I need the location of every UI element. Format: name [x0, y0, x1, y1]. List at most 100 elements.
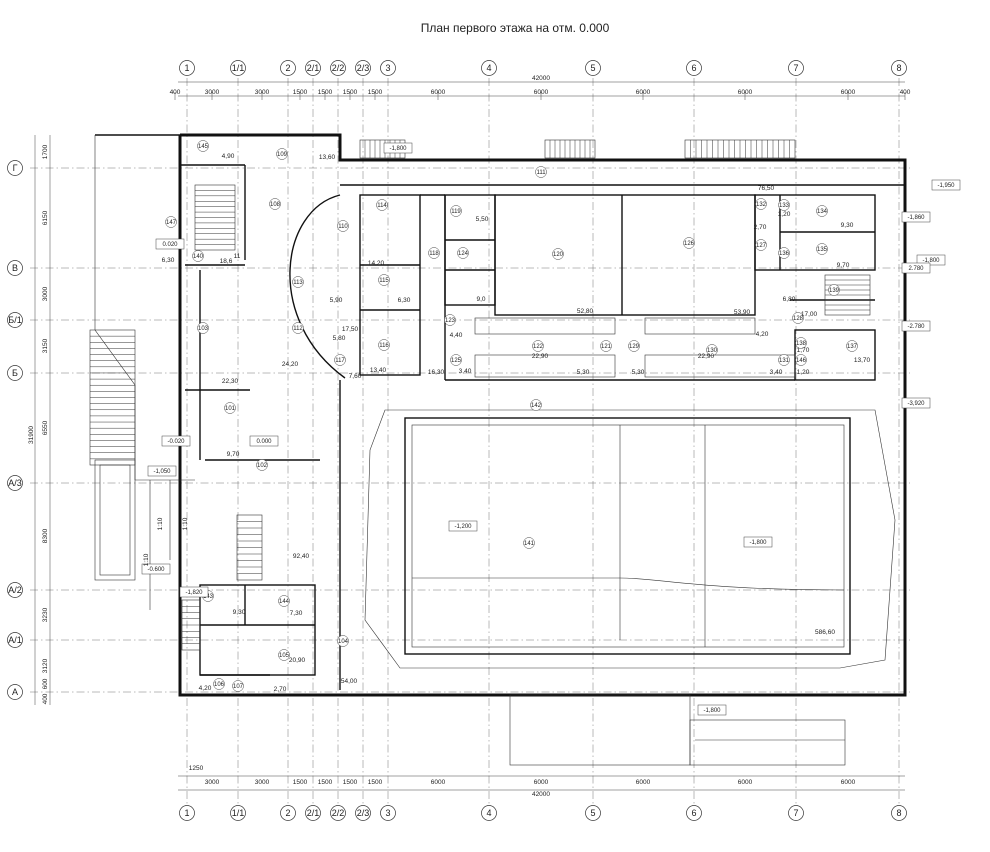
room-number-circle	[292, 276, 304, 288]
room-number-circle	[337, 635, 349, 647]
dim-total-top: 42000	[532, 75, 550, 82]
axis-bubble-row	[7, 160, 23, 176]
axis-bubble-col-bottom	[179, 805, 195, 821]
axis-col-label-bottom: 3	[385, 808, 390, 818]
room-number-circle	[444, 314, 456, 326]
slope-label: 1:10	[157, 517, 164, 530]
elevation-marker: -1,050	[153, 469, 171, 475]
axis-col-label-top: 3	[385, 63, 390, 73]
room-number: 105	[279, 653, 290, 659]
axis-bubble-col-top	[481, 60, 497, 76]
elevation-marker-box	[901, 211, 931, 223]
dim-bottom: 3000	[205, 779, 220, 786]
room-number: 121	[601, 344, 612, 350]
dim-bottom: 1500	[293, 779, 308, 786]
dim-bottom: 6000	[636, 779, 651, 786]
room-number: 137	[847, 344, 858, 350]
axis-bubble-row	[7, 684, 23, 700]
axis-col-label-top: 8	[896, 63, 901, 73]
room-number-circle	[552, 248, 564, 260]
room-number-circle	[778, 354, 790, 366]
room-number-circle	[828, 284, 840, 296]
elevation-marker: -1,860	[907, 215, 925, 221]
room-number-circle	[795, 354, 807, 366]
axis-bubble-col-top	[305, 60, 321, 76]
room-number: 139	[829, 288, 840, 294]
dim-left: 1700	[42, 144, 49, 159]
elevation-marker: -1,820	[185, 590, 203, 596]
dim-bottom: 1500	[318, 779, 333, 786]
room-number: 108	[270, 202, 281, 208]
axis-col-label-top: 4	[486, 63, 491, 73]
axis-col-label-top: 1	[184, 63, 189, 73]
room-area: 9,0	[476, 296, 485, 303]
dim-left: 600	[42, 678, 49, 689]
room-number: 127	[756, 243, 767, 249]
dimension-chain-left: 31900 1700615030003150655083003230312060…	[28, 135, 51, 705]
room-number-circle	[376, 199, 388, 211]
elevation-marker: -1,800	[749, 540, 767, 546]
axis-col-label-bottom: 4	[486, 808, 491, 818]
room-area: 2,70	[274, 686, 287, 693]
room-area: 5,80	[333, 335, 346, 342]
room-number-circle	[778, 247, 790, 259]
room-area: 6,30	[398, 297, 411, 304]
room-number: 116	[379, 343, 389, 349]
room-number-circle	[378, 339, 390, 351]
dim-total-bottom: 42000	[532, 791, 550, 798]
axis-col-label-top: 1/1	[232, 63, 245, 73]
elevation-marker-box	[931, 179, 961, 191]
room-number: 124	[458, 251, 469, 257]
room-number-circle	[792, 312, 804, 324]
dim-bottom: 1250	[189, 765, 204, 772]
elevation-marker: -1,200	[454, 524, 472, 530]
elevation-marker-box	[179, 586, 209, 598]
room-number: 134	[817, 209, 828, 215]
west-ramp	[94, 459, 195, 610]
dim-bottom: 1500	[368, 779, 383, 786]
axis-bubble-row	[7, 632, 23, 648]
elevation-marker-box	[743, 536, 773, 548]
room-number-circle	[213, 678, 225, 690]
axis-bubble-row	[7, 365, 23, 381]
room-number-circle	[292, 322, 304, 334]
elevation-marker-box	[916, 254, 946, 266]
axis-bubble-col-top	[355, 60, 371, 76]
room-number-circle	[232, 680, 244, 692]
room-area: 22,90	[532, 353, 549, 360]
elevation-marker: -0.020	[167, 439, 185, 445]
room-number-circle	[816, 205, 828, 217]
room-number: 145	[198, 144, 209, 150]
room-area: 22,30	[222, 378, 239, 385]
room-number-circle	[428, 247, 440, 259]
room-number: 143	[203, 594, 214, 600]
room-number-circle	[778, 199, 790, 211]
dim-bottom: 6000	[431, 779, 446, 786]
room-number-circle	[816, 243, 828, 255]
room-number-circle	[192, 250, 204, 262]
room-number: 109	[277, 152, 288, 158]
room-area: 9,70	[837, 262, 850, 269]
room-number: 128	[793, 316, 804, 322]
room-area: 76,50	[758, 185, 775, 192]
axis-bubble-col-top	[230, 60, 246, 76]
room-number: 115	[379, 278, 389, 284]
room-area: 9,30	[841, 222, 854, 229]
room-number: 111	[536, 170, 546, 176]
axis-col-label-bottom: 1/1	[232, 808, 245, 818]
room-area: 13,70	[854, 357, 871, 364]
axis-col-label-bottom: 7	[793, 808, 798, 818]
elevation-marker: -1,800	[703, 708, 721, 714]
dim-left: 6150	[42, 210, 49, 225]
dim-total-left: 31900	[28, 426, 35, 444]
room-area: 9,30	[233, 609, 246, 616]
axis-col-label-top: 2	[285, 63, 290, 73]
room-area: 16,30	[428, 369, 445, 376]
axis-col-label-bottom: 2/2	[332, 808, 345, 818]
room-area: 13,40	[370, 367, 387, 374]
dim-left: 3120	[42, 658, 49, 673]
room-number: 129	[629, 344, 640, 350]
elevation-marker-box	[901, 320, 931, 332]
room-number: 119	[451, 209, 461, 215]
